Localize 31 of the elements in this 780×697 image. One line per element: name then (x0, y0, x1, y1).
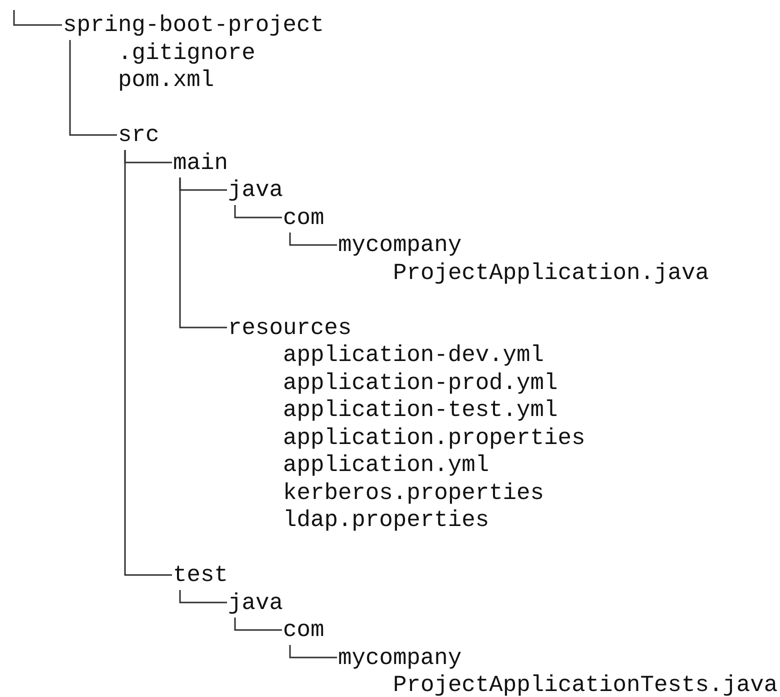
file-name: pom.xml (118, 67, 214, 93)
tree-connector-line (234, 618, 282, 631)
tree-connector-line (289, 232, 337, 246)
folder-name: main (173, 150, 228, 176)
file-name: application-prod.yml (283, 370, 558, 396)
folder-name: java (228, 177, 283, 203)
tree-connector-line (124, 150, 172, 576)
tree-connector-line (234, 205, 282, 218)
file-name: application.properties (283, 424, 586, 450)
folder-name: com (283, 617, 324, 643)
folder-name: resources (228, 314, 352, 340)
file-name: kerberos.properties (283, 480, 544, 506)
folder-name: src (118, 122, 160, 148)
folder-name: mycompany (338, 644, 462, 670)
folder-name: spring-boot-project (63, 12, 324, 38)
file-name: ProjectApplicationTests.java (393, 672, 778, 697)
tree-connector-line (69, 40, 117, 136)
file-name: application.yml (283, 452, 490, 478)
file-name: application-dev.yml (283, 342, 544, 368)
file-name: .gitignore (118, 40, 256, 66)
tree-connector-line (179, 178, 227, 328)
file-name: ldap.properties (283, 507, 490, 533)
tree-connector-line (179, 590, 227, 604)
folder-name: test (173, 562, 228, 588)
tree-connector-line (289, 645, 337, 658)
file-name: application-test.yml (283, 397, 558, 423)
folder-name: java (228, 590, 283, 616)
folder-name: com (283, 204, 324, 230)
folder-name: mycompany (338, 232, 462, 258)
file-name: ProjectApplication.java (393, 260, 709, 286)
tree-connector-line (13, 10, 62, 26)
